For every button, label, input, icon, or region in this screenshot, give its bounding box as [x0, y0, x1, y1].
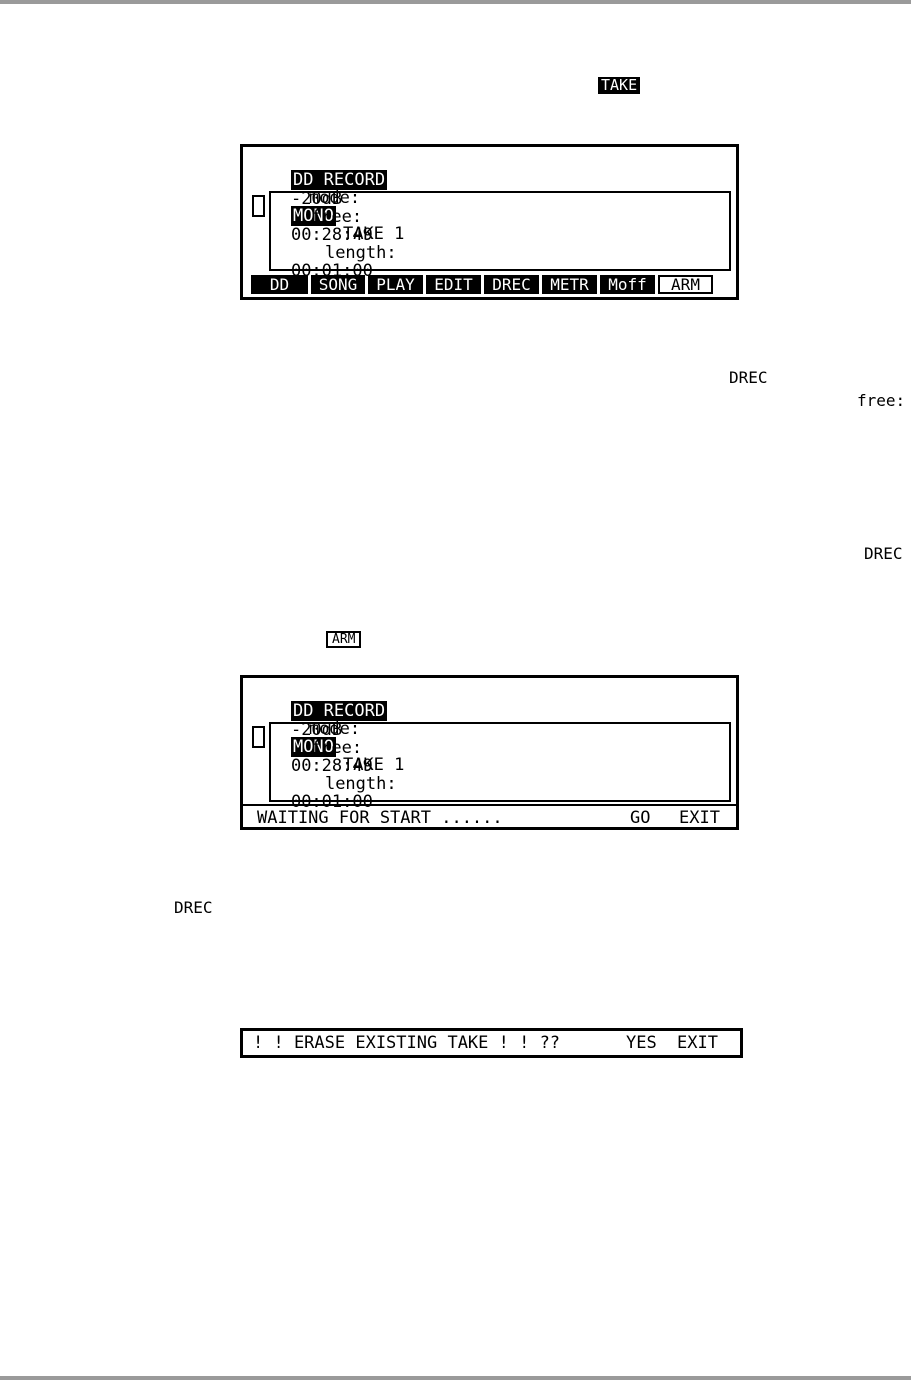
length-label: length: — [324, 774, 397, 794]
bottom-rule — [0, 1376, 911, 1380]
drec-inline-label-1: DREC — [729, 368, 768, 387]
erase-confirm-bar: ! ! ERASE EXISTING TAKE ! ! ?? YES EXIT — [240, 1028, 743, 1058]
waveform-area — [269, 722, 731, 802]
softkey-bar: DD SONG PLAY EDIT DREC METR Moff ARM — [251, 275, 713, 294]
top-rule — [0, 0, 911, 4]
free-value: 00:28:49 — [290, 225, 373, 245]
take-inline-label: TAKE — [598, 77, 641, 94]
softkey-arm[interactable]: ARM — [658, 275, 713, 294]
go-button[interactable]: GO — [630, 808, 651, 828]
erase-warning-message: ! ! ERASE EXISTING TAKE ! ! ?? — [253, 1033, 561, 1053]
mode-value[interactable]: MONO — [290, 206, 336, 226]
level-meter — [252, 726, 265, 748]
yes-button[interactable]: YES — [626, 1033, 657, 1053]
softkey-edit[interactable]: EDIT — [426, 275, 481, 294]
waveform-area — [269, 191, 731, 271]
free-label: free: — [310, 207, 363, 227]
mode-label: mode: — [308, 188, 361, 208]
softkey-dd[interactable]: DD — [251, 275, 308, 294]
lcd-screen-waiting: DD RECORD mode: MONO TAKE 1 -20dB free: … — [240, 675, 739, 830]
drec-inline-label-2: DREC — [864, 544, 903, 563]
take-number[interactable]: TAKE 1 — [342, 224, 405, 244]
free-value: 00:28:49 — [290, 756, 373, 776]
exit-button[interactable]: EXIT — [679, 808, 720, 828]
softkey-drec[interactable]: DREC — [484, 275, 539, 294]
length-value[interactable]: 00:01:00 — [290, 792, 373, 812]
screen-title: DD RECORD — [290, 170, 388, 190]
status-line: WAITING FOR START ...... GO EXIT — [243, 804, 736, 830]
exit-button[interactable]: EXIT — [677, 1033, 718, 1053]
softkey-metr[interactable]: METR — [542, 275, 597, 294]
free-inline-label: free: — [857, 391, 906, 410]
length-label: length: — [324, 243, 397, 263]
take-number[interactable]: TAKE 1 — [342, 755, 405, 775]
waiting-status: WAITING FOR START ...... — [257, 808, 503, 828]
mode-label: mode: — [308, 719, 361, 739]
level-meter — [252, 195, 265, 217]
screen-title: DD RECORD — [290, 701, 388, 721]
drec-inline-label-3: DREC — [174, 898, 213, 917]
lcd-screen-record: DD RECORD mode: MONO TAKE 1 -20dB free: … — [240, 144, 739, 300]
mode-value[interactable]: MONO — [290, 737, 336, 757]
arm-inline-label: ARM — [326, 631, 362, 648]
level-value[interactable]: -20dB — [290, 189, 343, 209]
softkey-play[interactable]: PLAY — [368, 275, 423, 294]
level-value[interactable]: -20dB — [290, 720, 343, 740]
softkey-moff[interactable]: Moff — [600, 275, 655, 294]
softkey-song[interactable]: SONG — [311, 275, 365, 294]
free-label: free: — [310, 738, 363, 758]
